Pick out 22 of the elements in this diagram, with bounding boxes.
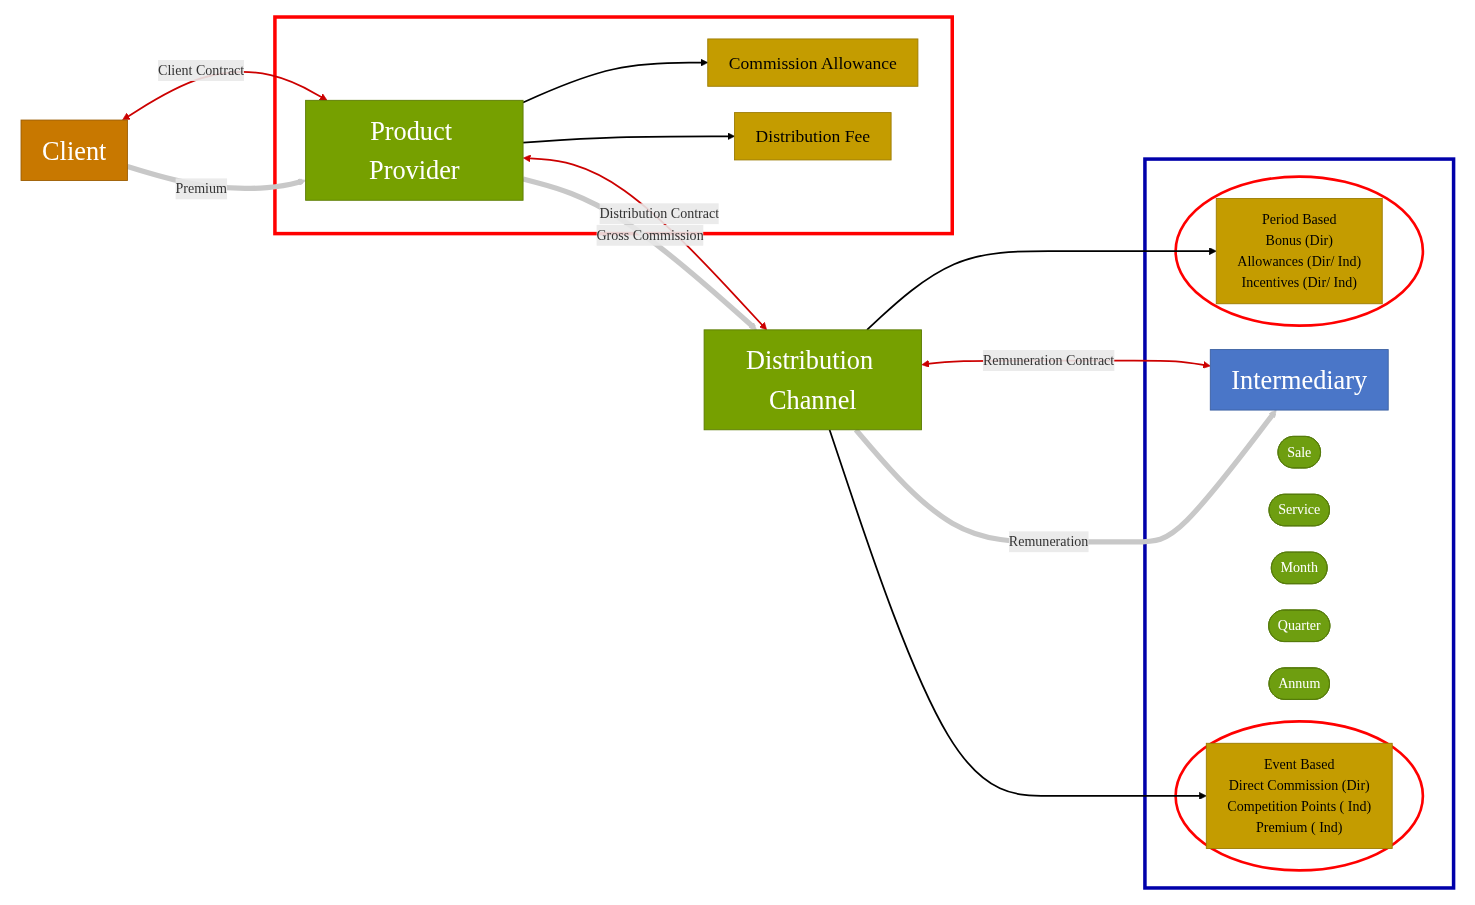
edge-label: Remuneration Contract [983, 352, 1115, 368]
node-box: Commission Allowance [707, 38, 919, 87]
arrow [522, 132, 736, 144]
edge-label: Client Contract [158, 62, 245, 78]
arrow [522, 58, 709, 104]
arrow [866, 247, 1217, 331]
arrow [828, 428, 1207, 800]
edge-label: Gross Commission [596, 227, 704, 243]
node-box: Event Based Direct Commission (Dir) Competition Points ( Ind) Premium ( Ind) [1206, 742, 1393, 849]
edge-label: Remuneration [1009, 533, 1089, 549]
node-box: Product Provider [305, 99, 524, 201]
cluster [1174, 175, 1425, 327]
cluster [1174, 720, 1425, 872]
edge-label: Premium [175, 180, 228, 196]
node-box: Distribution Channel [703, 329, 923, 431]
arrow [523, 154, 768, 331]
node-box: Period Based Bonus (Dir) Allowances (Dir/ Ind) Incentives (Dir/ Ind) [1216, 198, 1383, 305]
node-box: Intermediary [1210, 349, 1389, 411]
cluster [1143, 157, 1456, 890]
node-box: Distribution Fee [734, 112, 892, 161]
edge-label: Distribution Contract [599, 205, 720, 221]
node-box: Client [20, 119, 129, 181]
